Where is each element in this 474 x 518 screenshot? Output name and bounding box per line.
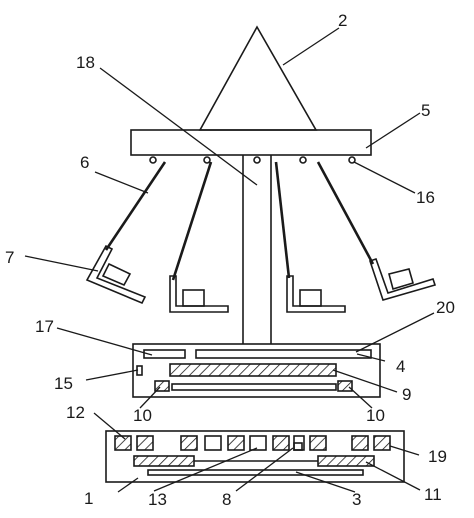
label-17: 17 <box>35 317 54 336</box>
block-10-right <box>337 380 353 392</box>
label-18: 18 <box>76 53 95 72</box>
label-13: 13 <box>148 490 167 509</box>
label-8: 8 <box>222 490 231 509</box>
label-15: 15 <box>54 374 73 393</box>
lower-base-box <box>105 430 405 483</box>
label-1: 1 <box>84 489 93 508</box>
hatched-strip-right <box>317 455 375 467</box>
slot-17 <box>143 349 186 359</box>
label-11: 11 <box>424 485 442 504</box>
top-block-row-19 <box>114 435 391 451</box>
track-10 <box>171 383 337 391</box>
hook-row <box>149 156 356 164</box>
rope-group <box>104 161 375 281</box>
slot-4 <box>195 349 372 359</box>
label-6: 6 <box>80 153 89 172</box>
label-10-left: 10 <box>133 406 152 425</box>
hatched-strip-left <box>133 455 195 467</box>
label-20: 20 <box>436 298 455 317</box>
label-16: 16 <box>416 188 435 207</box>
label-19: 19 <box>428 447 447 466</box>
rotating-disc <box>130 129 372 156</box>
rail-3 <box>147 469 364 476</box>
seat-inner-right <box>286 275 346 313</box>
central-column <box>242 155 272 344</box>
plate-9 <box>169 363 337 377</box>
leader-lines <box>24 27 435 493</box>
slot-8 <box>293 442 303 451</box>
roof-cone <box>198 25 318 131</box>
seat-inner-left <box>169 275 229 313</box>
label-10-right: 10 <box>366 406 385 425</box>
label-12: 12 <box>66 403 85 422</box>
seat-far-right <box>368 257 437 301</box>
label-5: 5 <box>421 101 430 120</box>
label-4: 4 <box>396 357 405 376</box>
label-3: 3 <box>352 490 361 509</box>
label-9: 9 <box>402 385 411 404</box>
label-2: 2 <box>338 11 347 30</box>
seat-far-left <box>85 244 147 305</box>
block-10-left <box>154 380 170 392</box>
label-7: 7 <box>5 248 14 267</box>
